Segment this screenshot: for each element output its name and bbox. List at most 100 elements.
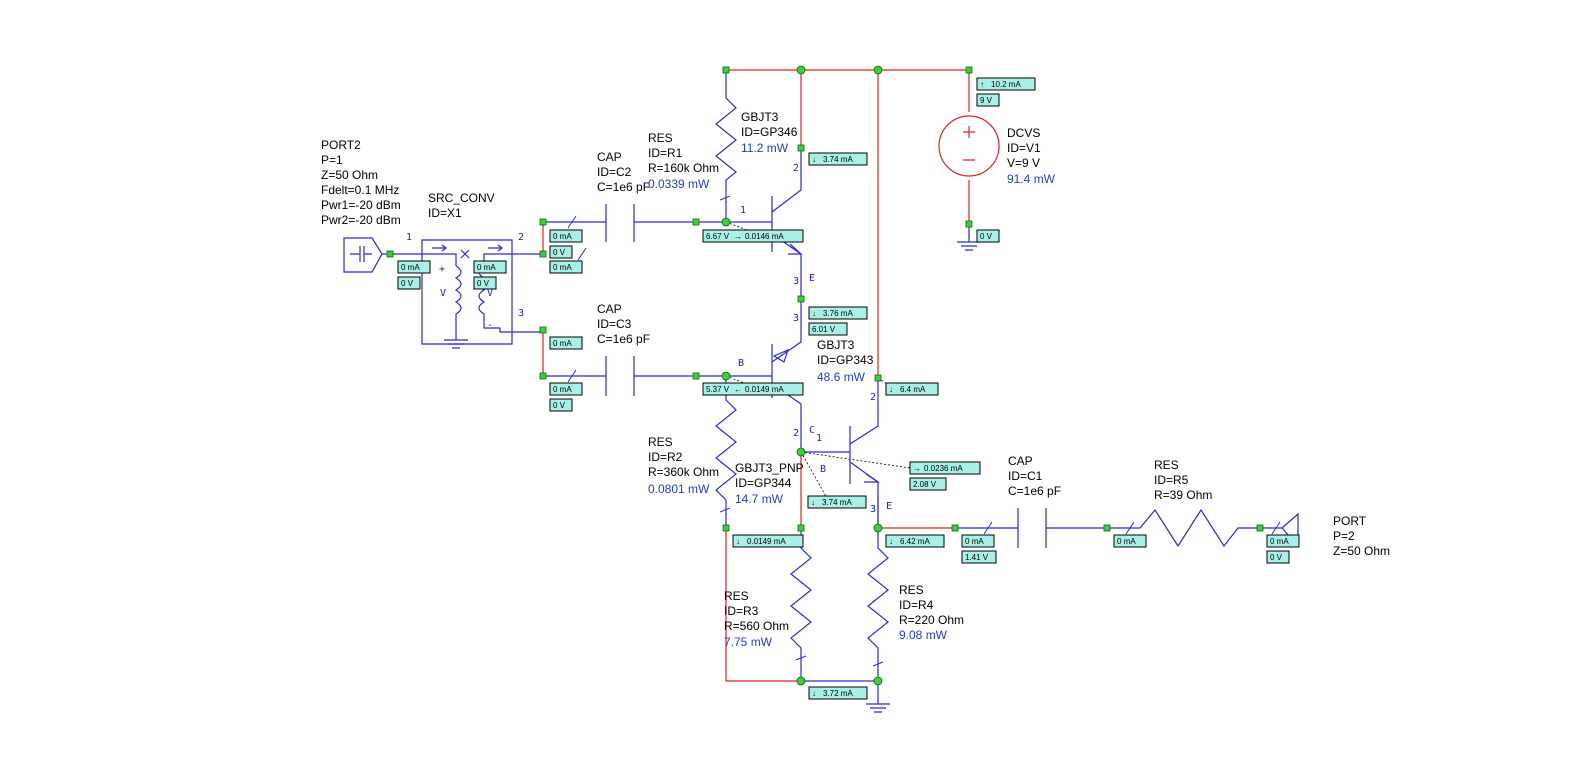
annotation-q2-base[interactable]: 5.37 V←0.0149 mA: [702, 382, 804, 396]
node-square[interactable]: [539, 250, 547, 258]
r4-body[interactable]: [867, 528, 889, 681]
annotation-dcvs-current[interactable]: ↑10.2 mA: [976, 77, 1036, 91]
q1-emitter-arrow: [788, 243, 803, 255]
annotation-text: 0 V: [553, 401, 566, 410]
annotation-q1-emitter-voltage[interactable]: 6.01 V: [808, 322, 848, 336]
annotation-r3-top-current[interactable]: ↓0.0149 mA: [732, 534, 804, 548]
annotation-text: 0 mA: [553, 263, 572, 272]
annotation-dcvs-gnd-voltage[interactable]: 0 V: [976, 229, 1000, 243]
src-conv-ground: [444, 332, 468, 349]
node-square[interactable]: [965, 220, 973, 228]
junction-dot[interactable]: [796, 447, 806, 457]
annotation-src-in-current[interactable]: 0 mA: [397, 260, 431, 274]
current-arrow-icon: ↓: [812, 309, 816, 318]
annotation-gnd-current[interactable]: ↓3.72 mA: [808, 686, 868, 700]
annotation-c1-voltage[interactable]: 1.41 V: [961, 550, 997, 564]
annotation-src-out-current[interactable]: 0 mA: [473, 260, 507, 274]
q1-emitter-line[interactable]: [771, 233, 802, 299]
label-line: ID=C1: [1008, 469, 1043, 483]
annotation-src-pin2-current-b[interactable]: 0 mA: [549, 260, 583, 274]
label-line: RES: [1154, 458, 1179, 472]
node-square[interactable]: [386, 250, 394, 258]
node-square[interactable]: [722, 524, 730, 532]
junction-dot[interactable]: [796, 65, 806, 75]
annotation-port-current[interactable]: 0 mA: [1266, 534, 1300, 548]
src-conv-left-coil: [454, 265, 462, 332]
input-port-symbol[interactable]: [343, 237, 383, 273]
r5-body[interactable]: [1107, 508, 1260, 548]
dcvs-source[interactable]: [938, 115, 1000, 177]
q2-emitter-line[interactable]: [771, 330, 802, 363]
node-square[interactable]: [797, 524, 805, 532]
junction-dot[interactable]: [873, 65, 883, 75]
junction-dot[interactable]: [721, 371, 731, 381]
label-line: ID=R4: [899, 598, 934, 612]
annotation-q4-base-current[interactable]: →0.0236 mA: [909, 461, 981, 475]
r1-body[interactable]: [715, 97, 737, 222]
node-square[interactable]: [1103, 524, 1111, 532]
gp346-label: GBJT3 ID=GP346 11.2 mW: [741, 110, 798, 155]
q3-collector-line[interactable]: [849, 378, 879, 445]
junction-dot[interactable]: [721, 217, 731, 227]
label-line: Pwr1=-20 dBm: [321, 198, 401, 212]
annotation-r4-top-current[interactable]: ↓6.42 mA: [885, 534, 945, 548]
annotation-text: 9 V: [980, 96, 993, 105]
junction-dot[interactable]: [796, 676, 806, 686]
junction-dot[interactable]: [873, 676, 883, 686]
probe-line-q1-base: [725, 221, 753, 233]
label-line: ID=C2: [597, 165, 632, 179]
annotation-c3-voltage[interactable]: 0 V: [549, 398, 573, 412]
pin-label: V: [440, 288, 446, 299]
annotation-src-pin3-current[interactable]: 0 mA: [549, 336, 583, 350]
annotation-r5-current[interactable]: 0 mA: [1113, 534, 1147, 548]
label-line: C=1e6 pF: [597, 332, 650, 346]
label-line: Pwr2=-20 dBm: [321, 213, 401, 227]
annotation-port-voltage[interactable]: 0 V: [1266, 550, 1290, 564]
wires: [343, 69, 1299, 713]
node-square[interactable]: [951, 524, 959, 532]
label-line: ID=GP346: [741, 125, 798, 139]
node-square[interactable]: [539, 372, 547, 380]
annotation-q4-base-voltage[interactable]: 2.08 V: [909, 477, 947, 491]
r2-body[interactable]: [715, 376, 737, 528]
annotation-src-pin2-voltage[interactable]: 0 V: [549, 245, 573, 259]
dcvs-circle: [938, 115, 1000, 177]
node-square[interactable]: [722, 66, 730, 74]
annotation-c1-current[interactable]: 0 mA: [961, 534, 995, 548]
junction-dot[interactable]: [873, 523, 883, 533]
label-line: CAP: [1008, 454, 1033, 468]
annotation-q1-base[interactable]: 6.67 V→0.0146 mA: [702, 229, 804, 243]
pin-labels: 1 2 3 + V V - 1 2 3 E 3 B 2 C 1 2 3 B E: [406, 163, 892, 515]
annotation-text: 0 mA: [553, 232, 572, 241]
node-square[interactable]: [692, 218, 700, 226]
label-line: PORT: [1333, 514, 1367, 528]
annotation-text: 0 V: [1270, 553, 1283, 562]
src-conv-box[interactable]: [421, 239, 513, 345]
r3-body[interactable]: [790, 528, 812, 681]
annotation-dcvs-voltage[interactable]: 9 V: [976, 93, 1000, 107]
annotation-text: 3.74 mA: [822, 498, 852, 507]
annotation-src-in-voltage[interactable]: 0 V: [397, 276, 421, 290]
annotation-q3-collector-current[interactable]: ↓6.4 mA: [885, 382, 939, 396]
r3-left-wire[interactable]: [725, 528, 801, 682]
annotation-text: 2.08 V: [913, 480, 937, 489]
annotation-text: 0 mA: [965, 537, 984, 546]
annotation-src-out-voltage[interactable]: 0 V: [473, 276, 497, 290]
annotation-src-pin2-current[interactable]: 0 mA: [549, 229, 583, 243]
node-square[interactable]: [797, 295, 805, 303]
node-square[interactable]: [1256, 524, 1264, 532]
annotation-q1-collector-current[interactable]: ↓3.74 mA: [808, 152, 868, 166]
node-square[interactable]: [965, 66, 973, 74]
annotation-c3-current[interactable]: 0 mA: [549, 382, 583, 396]
src-conv-left-wire[interactable]: [420, 253, 457, 266]
node-square[interactable]: [692, 372, 700, 380]
q4-emitter-line[interactable]: [849, 461, 879, 528]
node-square[interactable]: [797, 144, 805, 152]
input-port-inner: [350, 246, 372, 262]
annotation-q1-emitter-current[interactable]: ↓3.76 mA: [808, 306, 868, 320]
node-square[interactable]: [874, 374, 882, 382]
q1-collector-line[interactable]: [771, 148, 802, 213]
node-square[interactable]: [539, 326, 547, 334]
node-square[interactable]: [539, 218, 547, 226]
annotation-q2-collector-current[interactable]: ↓3.74 mA: [807, 495, 867, 509]
